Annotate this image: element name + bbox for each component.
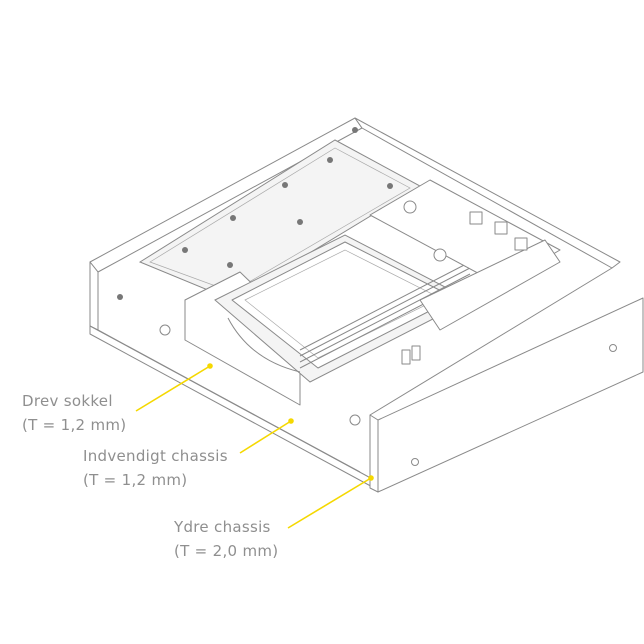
label-name: Indvendigt chassis xyxy=(83,447,228,465)
leader-dot xyxy=(288,418,294,424)
label-indvendigt-chassis: Indvendigt chassis (T = 1,2 mm) xyxy=(83,444,228,492)
leader-indvendigt-chassis xyxy=(239,420,292,454)
label-spec: (T = 1,2 mm) xyxy=(22,416,127,434)
label-spec: (T = 1,2 mm) xyxy=(83,471,188,489)
label-name: Drev sokkel xyxy=(22,392,113,410)
leader-drev-sokkel xyxy=(135,365,211,412)
label-ydre-chassis: Ydre chassis (T = 2,0 mm) xyxy=(174,515,278,563)
front-panel-edge xyxy=(369,414,379,493)
screws xyxy=(117,127,617,466)
disk-arc xyxy=(227,317,301,373)
components xyxy=(401,200,528,365)
leader-ydre-chassis xyxy=(287,477,372,529)
left-panel-edge xyxy=(89,261,99,331)
leader-lines xyxy=(135,363,374,529)
top-plate-edge xyxy=(149,147,411,293)
leader-dot xyxy=(207,363,213,369)
power-board xyxy=(419,239,561,331)
top-edge xyxy=(369,267,613,416)
label-spec: (T = 2,0 mm) xyxy=(174,542,279,560)
label-name: Ydre chassis xyxy=(174,518,271,536)
label-drev-sokkel: Drev sokkel (T = 1,2 mm) xyxy=(22,389,126,437)
floor-line xyxy=(97,329,361,473)
leader-dot xyxy=(368,475,374,481)
